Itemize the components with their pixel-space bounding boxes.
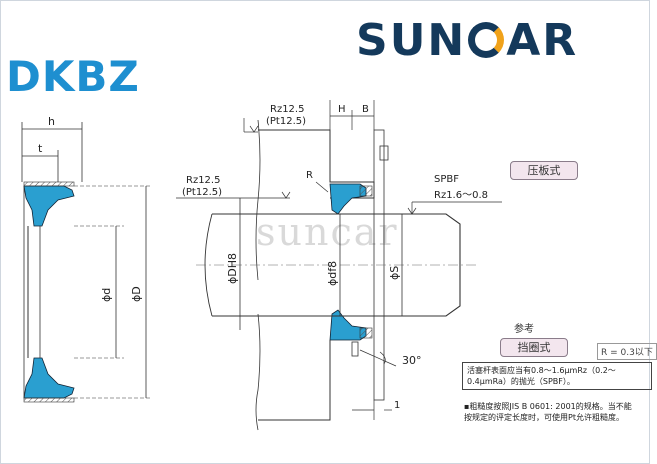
dim-d-label: ϕd [100,288,113,302]
dim-DH8-label: ϕDH8 [226,253,239,284]
bottom-metal-ring [23,397,75,403]
dim-S-label: ϕS [388,266,401,280]
note-line-3: ▪粗糙度按照JIS B 0601: 2001的规格。当不能 [464,402,632,411]
note-line-1: 活塞杆表面应当有0.8～1.6μmRz（0.2～ [467,366,616,375]
angle-label: 30° [402,354,422,367]
dim-D-label: ϕD [130,286,143,302]
pt-label-1: (Pt12.5) [266,116,306,127]
note-line-4: 按规定的评定长度时，可使用Pt允许粗糙度。 [464,413,624,422]
dim-t-label: t [38,142,43,155]
r-note-box: R = 0.3以下 [597,343,657,360]
dim-df8-label: ϕdf8 [326,261,339,286]
ref-label: 参考 [514,324,534,335]
dim-one-label: 1 [394,400,400,411]
note-line-2: 0.4μmRa）的抛光（SPBF）。 [467,377,575,386]
top-seal-profile [23,185,75,227]
dim-h-label: h [48,115,55,128]
right-assembly-section: H B 1 ϕDH8 ϕdf8 ϕS Rz1 [176,100,502,431]
piston-rod [212,213,461,317]
watermark-text: suncar [256,210,399,254]
note-box: 活塞杆表面应当有0.8～1.6μmRz（0.2～ 0.4μmRa）的抛光（SPB… [462,362,652,390]
logo-text-sun: SUN [356,14,467,66]
suncar-logo: SUN AR [356,12,578,68]
retaining-ring-icon [351,341,359,357]
lower-rod-seal [329,309,367,341]
pt-label-2: (Pt12.5) [182,187,222,198]
rz-label-2: Rz12.5 [186,175,220,186]
dim-H-label: H [338,104,346,115]
left-seal-section: h t ϕd ϕD [21,115,152,403]
note-secondary: ▪粗糙度按照JIS B 0601: 2001的规格。当不能 按规定的评定长度时，… [464,401,632,423]
model-name: DKBZ [6,52,140,101]
bottom-seal-profile [23,357,75,399]
logo-c-ring-icon [468,22,505,58]
dim-B-label: B [362,104,369,115]
tag-ring-type: 挡圈式 [500,338,568,357]
upper-rod-seal [329,183,367,215]
rz-label-3: Rz1.6～0.8 [434,190,488,201]
bolt-head-icon [379,145,389,161]
logo-text-ar: AR [506,14,579,66]
dim-R-label: R [306,170,313,181]
top-metal-ring [23,181,75,187]
rz-label-1: Rz12.5 [270,104,304,115]
tag-press-type: 压板式 [510,161,578,180]
spbf-label: SPBF [434,174,459,185]
